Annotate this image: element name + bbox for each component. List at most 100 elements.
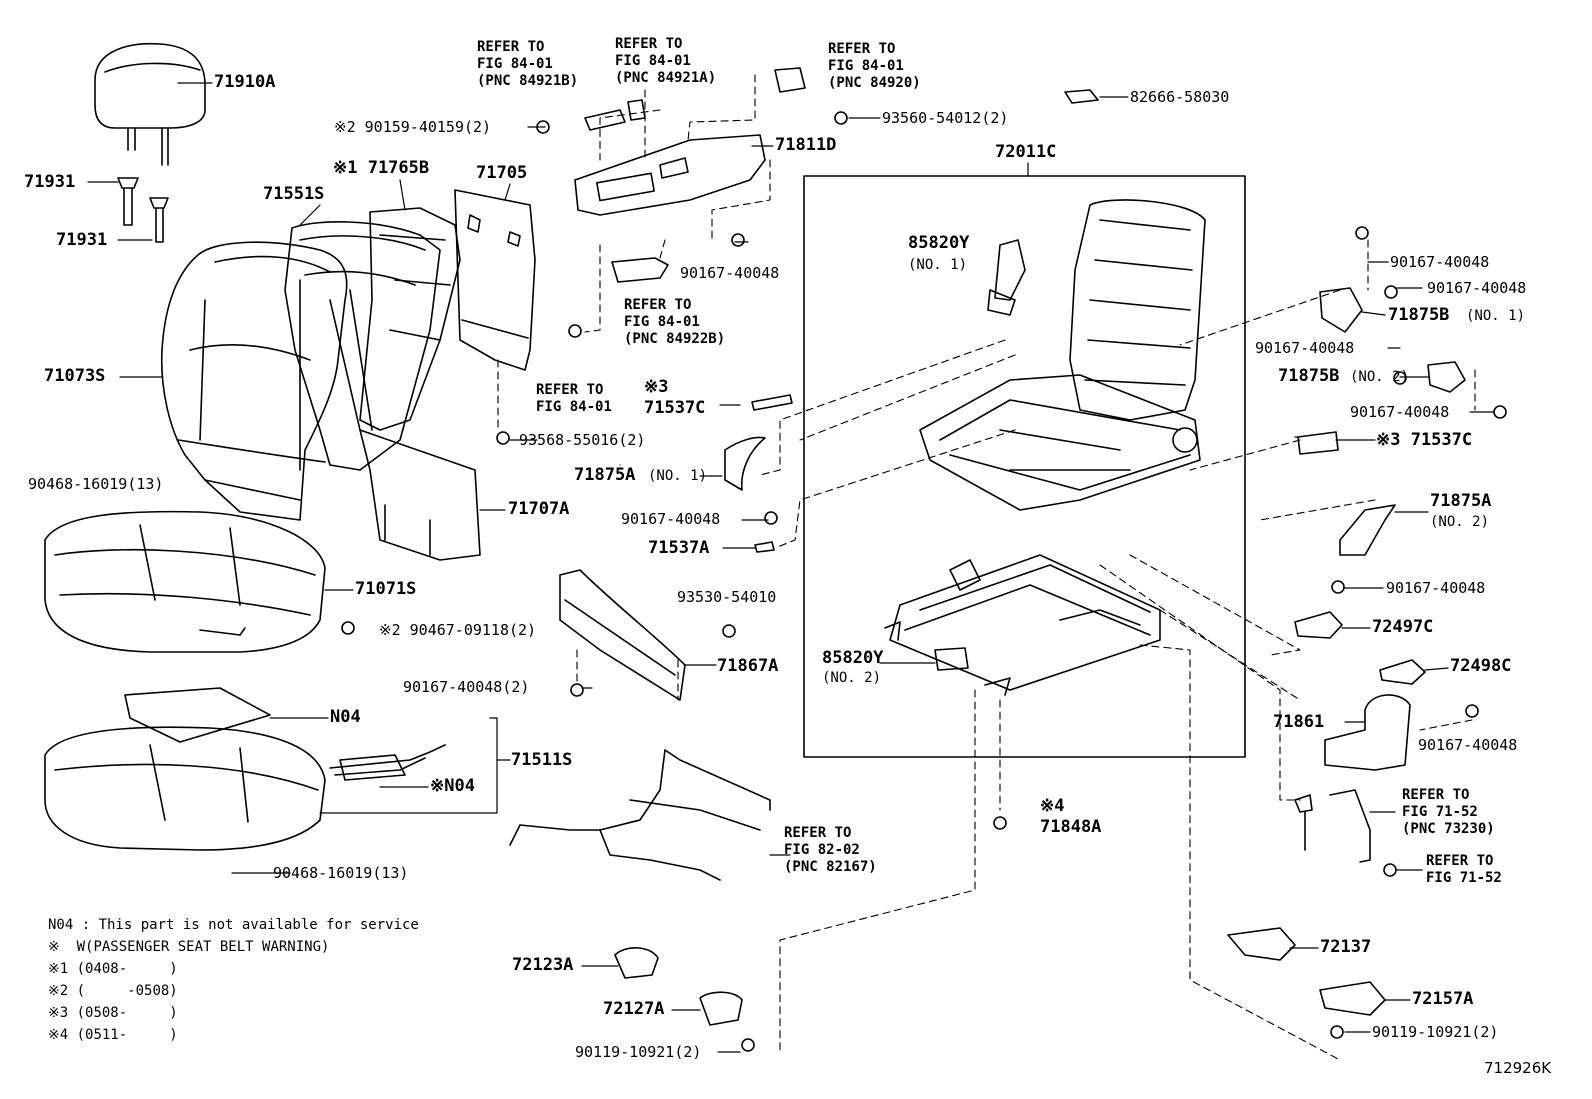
callout-90167-b: 90167-40048 xyxy=(621,510,721,528)
callout-71551s: 71551S xyxy=(263,184,325,204)
seatbelt-buckle-drawing xyxy=(1294,789,1371,863)
cover-72498c-drawing xyxy=(1379,659,1426,685)
callout-71705: 71705 xyxy=(476,163,528,183)
callout-refer-84920: REFER TO FIG 84-01 (PNC 84920) xyxy=(828,41,921,91)
callout-93560: 93560-54012(2) xyxy=(882,109,1009,127)
connector-82666-drawing xyxy=(1064,89,1099,104)
callout-90167-i: 90167-40048 xyxy=(1418,736,1518,754)
hinge-cover-no2-drawing xyxy=(1427,361,1466,393)
callout-refer-84922b: REFER TO FIG 84-01 (PNC 84922B) xyxy=(624,297,726,347)
callout-90167-g: 90167-40048 xyxy=(1350,403,1450,421)
callout-71910a: 71910A xyxy=(214,72,276,92)
callout-71848a: ※4 71848A xyxy=(1040,796,1102,837)
footnote-x: ※ W(PASSENGER SEAT BELT WARNING) xyxy=(48,939,330,955)
n04-pad-drawing xyxy=(124,687,271,743)
recliner-cover-no1-drawing xyxy=(724,436,766,491)
switch-bracket-drawing xyxy=(611,257,669,283)
callout-72157a: 72157A xyxy=(1412,989,1474,1009)
callout-90167-f: 90167-40048 xyxy=(1255,339,1355,357)
callout-93568: 93568-55016(2) xyxy=(519,431,646,449)
callout-90119-a: 90119-10921(2) xyxy=(575,1043,702,1061)
callout-71875b-2-note: (NO. 2) xyxy=(1350,369,1410,385)
buckle-cover-drawing xyxy=(1324,694,1411,771)
callout-71931-a: 71931 xyxy=(24,172,76,192)
callout-71875a-1-note: (NO. 1) xyxy=(648,468,708,484)
callout-85820y-1-note: (NO. 1) xyxy=(908,257,968,273)
callout-71867a: 71867A xyxy=(717,656,779,676)
callout-71765b: ※1 71765B xyxy=(333,158,430,178)
callout-85820y-2-note: (NO. 2) xyxy=(822,670,882,686)
callout-71875a-2: 71875A xyxy=(1430,491,1492,511)
cover-72137-drawing xyxy=(1227,927,1296,961)
callout-90119-b: 90119-10921(2) xyxy=(1372,1023,1499,1041)
callout-71511s: 71511S xyxy=(511,750,573,770)
diagram-id: 712926K xyxy=(1484,1059,1552,1077)
cover-72127a-drawing xyxy=(699,991,743,1026)
seatback-panel-drawing xyxy=(359,207,461,431)
callout-72497c: 72497C xyxy=(1372,617,1434,637)
lower-board-drawing xyxy=(359,429,481,561)
footnote-3: ※3 (0508- ) xyxy=(48,1005,178,1021)
seat-frame-box xyxy=(803,175,1246,758)
callout-72123a: 72123A xyxy=(512,955,574,975)
motor-no2-drawing xyxy=(934,647,969,671)
callout-90167-d: 90167-40048 xyxy=(1390,253,1490,271)
footnote-1: ※1 (0408- ) xyxy=(48,961,178,977)
callout-90167-e: 90167-40048 xyxy=(1427,279,1527,297)
seat-cushion-drawing xyxy=(44,726,326,851)
callout-71071s: 71071S xyxy=(355,579,417,599)
footnote-n04: N04 : This part is not available for ser… xyxy=(48,917,419,933)
callout-90468-b: 90468-16019(13) xyxy=(273,864,409,882)
callout-85820y-1: 85820Y xyxy=(908,233,970,253)
callout-85820y-2: 85820Y xyxy=(822,648,884,668)
callout-90167-h: 90167-40048 xyxy=(1386,579,1486,597)
seat-frame-drawing xyxy=(919,199,1206,511)
callout-72127a: 72127A xyxy=(603,999,665,1019)
callout-x-n04: ※N04 xyxy=(430,776,475,796)
cover-72157a-drawing xyxy=(1319,981,1386,1016)
callout-72137: 72137 xyxy=(1320,937,1372,957)
callout-71537c-b: ※3 71537C xyxy=(1376,430,1473,450)
switch-panel-drawing xyxy=(574,134,766,216)
seatback-pad-drawing xyxy=(284,221,441,471)
callout-71073s: 71073S xyxy=(44,366,106,386)
hinge-cover-no1-drawing xyxy=(1319,287,1363,333)
headrest-drawing xyxy=(94,42,206,166)
wire-harness-drawing xyxy=(509,749,771,881)
seat-track-drawing xyxy=(884,554,1161,696)
callout-71875b-1-note: (NO. 1) xyxy=(1466,308,1526,324)
seatback-cover-drawing xyxy=(160,241,348,521)
callout-71537a: 71537A xyxy=(648,538,710,558)
dashed-guide-lines xyxy=(497,74,1476,1061)
callout-refer-73230: REFER TO FIG 71-52 (PNC 73230) xyxy=(1402,787,1495,837)
callout-93530: 93530-54010 xyxy=(677,588,777,606)
callout-71875b-1: 71875B xyxy=(1388,305,1450,325)
footnote-4: ※4 (0511- ) xyxy=(48,1027,178,1043)
hinge-cover-trim-drawing xyxy=(751,394,1339,553)
callout-refer-84921a: REFER TO FIG 84-01 (PNC 84921A) xyxy=(615,36,717,86)
back-board-drawing xyxy=(454,189,536,371)
callout-90468-a: 90468-16019(13) xyxy=(28,475,164,493)
fasteners-drawing xyxy=(341,111,1507,1052)
callout-71931-b: 71931 xyxy=(56,230,108,250)
callout-71875b-2: 71875B xyxy=(1278,366,1340,386)
callout-72011c: 72011C xyxy=(995,142,1057,162)
callout-refer-84-01: REFER TO FIG 84-01 xyxy=(536,382,612,415)
callout-refer-82167: REFER TO FIG 82-02 (PNC 82167) xyxy=(784,825,877,875)
callout-90167-a: 90167-40048 xyxy=(680,264,780,282)
callout-refer-71-52: REFER TO FIG 71-52 xyxy=(1426,853,1502,886)
callout-71875a-1: 71875A xyxy=(574,465,636,485)
seat-sensor-drawing xyxy=(329,744,446,781)
recliner-cover-no2-drawing xyxy=(1339,504,1396,556)
cover-72123a-drawing xyxy=(614,947,659,979)
callout-90467: ※2 90467-09118(2) xyxy=(379,621,537,639)
motor-no1-drawing xyxy=(987,239,1026,316)
callout-82666: 82666-58030 xyxy=(1130,88,1230,106)
callout-refer-84921b: REFER TO FIG 84-01 (PNC 84921B) xyxy=(477,39,579,89)
callout-71875a-2-note: (NO. 2) xyxy=(1430,514,1490,530)
callout-71811d: 71811D xyxy=(775,135,837,155)
callout-n04: N04 xyxy=(330,707,361,727)
callout-71537c-a: ※3 71537C xyxy=(644,377,706,418)
